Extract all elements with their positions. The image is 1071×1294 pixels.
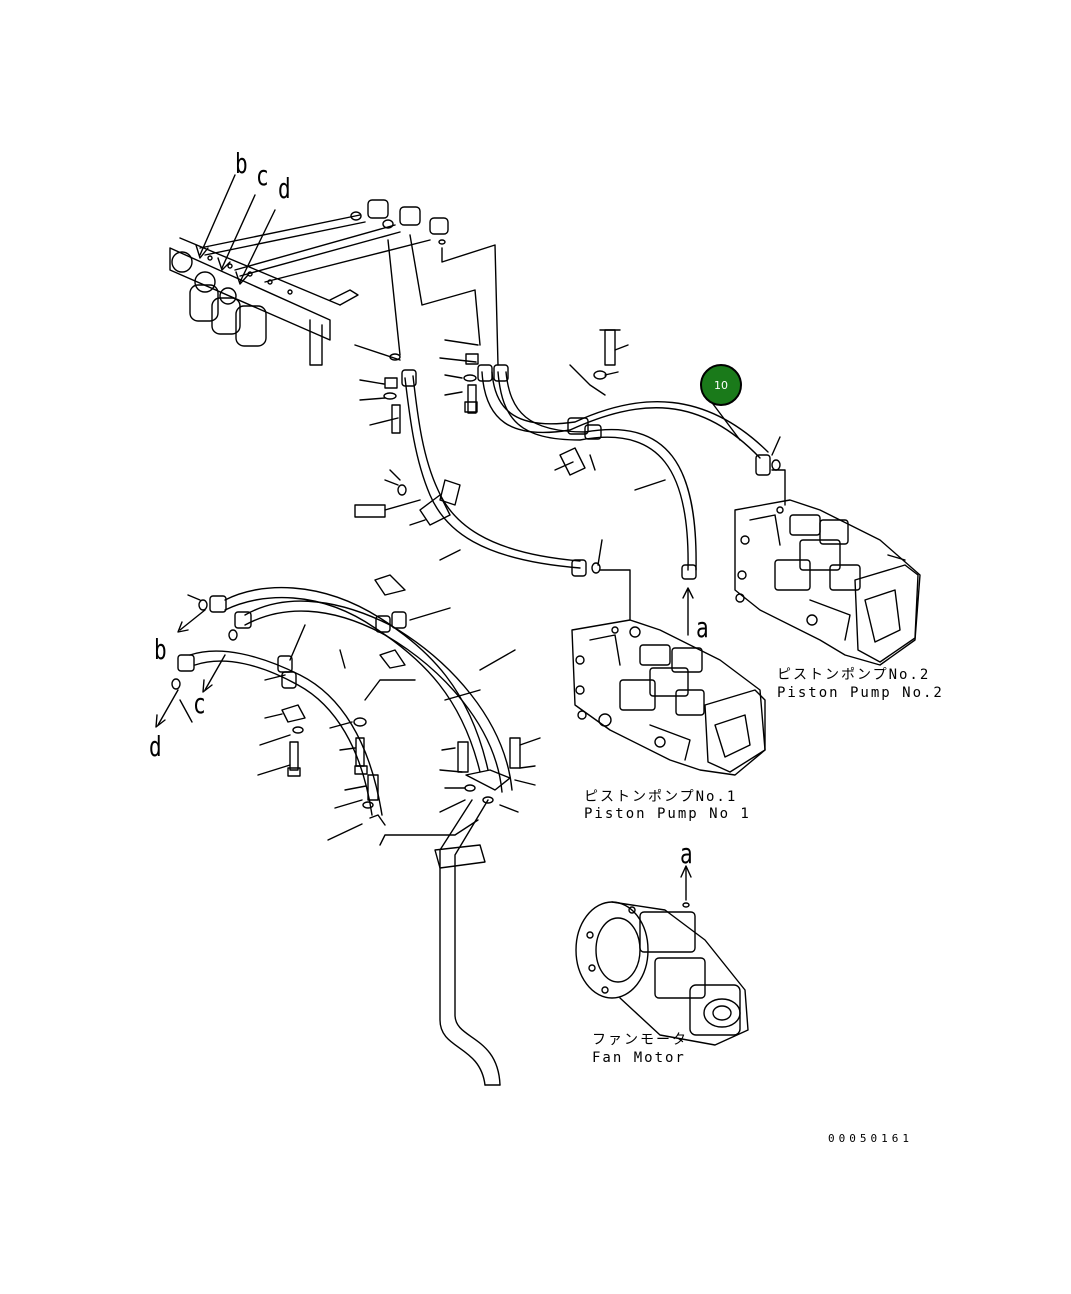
view-letter-c-top: c [256,159,269,192]
fan-motor-drawing [575,901,749,1046]
view-letter-a-fan: a [680,837,693,870]
lower-hose-assembly [171,574,521,1086]
callout-10[interactable]: 10 [700,364,742,406]
drawing-number: 00050161 [828,1132,913,1145]
view-letter-c-left: c [193,687,206,720]
pump1-label-en: Piston Pump No 1 [584,806,751,822]
view-letter-d-top: d [278,172,291,205]
pump2-label-en: Piston Pump No.2 [777,685,944,701]
view-letter-d-left: d [149,730,162,763]
filter-bracket-assembly [169,199,449,366]
fastener-parts-middle [354,329,621,526]
piston-pump-no1-drawing [571,619,766,776]
piston-pump-no2-drawing [734,499,921,666]
fan-motor-label-jp: ファンモータ [592,1032,688,1048]
pump2-label-jp: ピストンポンプNo.2 [777,667,931,683]
pump1-label-jp: ピストンポンプNo.1 [584,789,738,805]
view-letter-b-left: b [154,633,167,666]
view-letter-b-top: b [235,147,248,180]
view-letter-a-pump1: a [696,611,709,644]
fan-motor-label-en: Fan Motor [592,1050,686,1066]
